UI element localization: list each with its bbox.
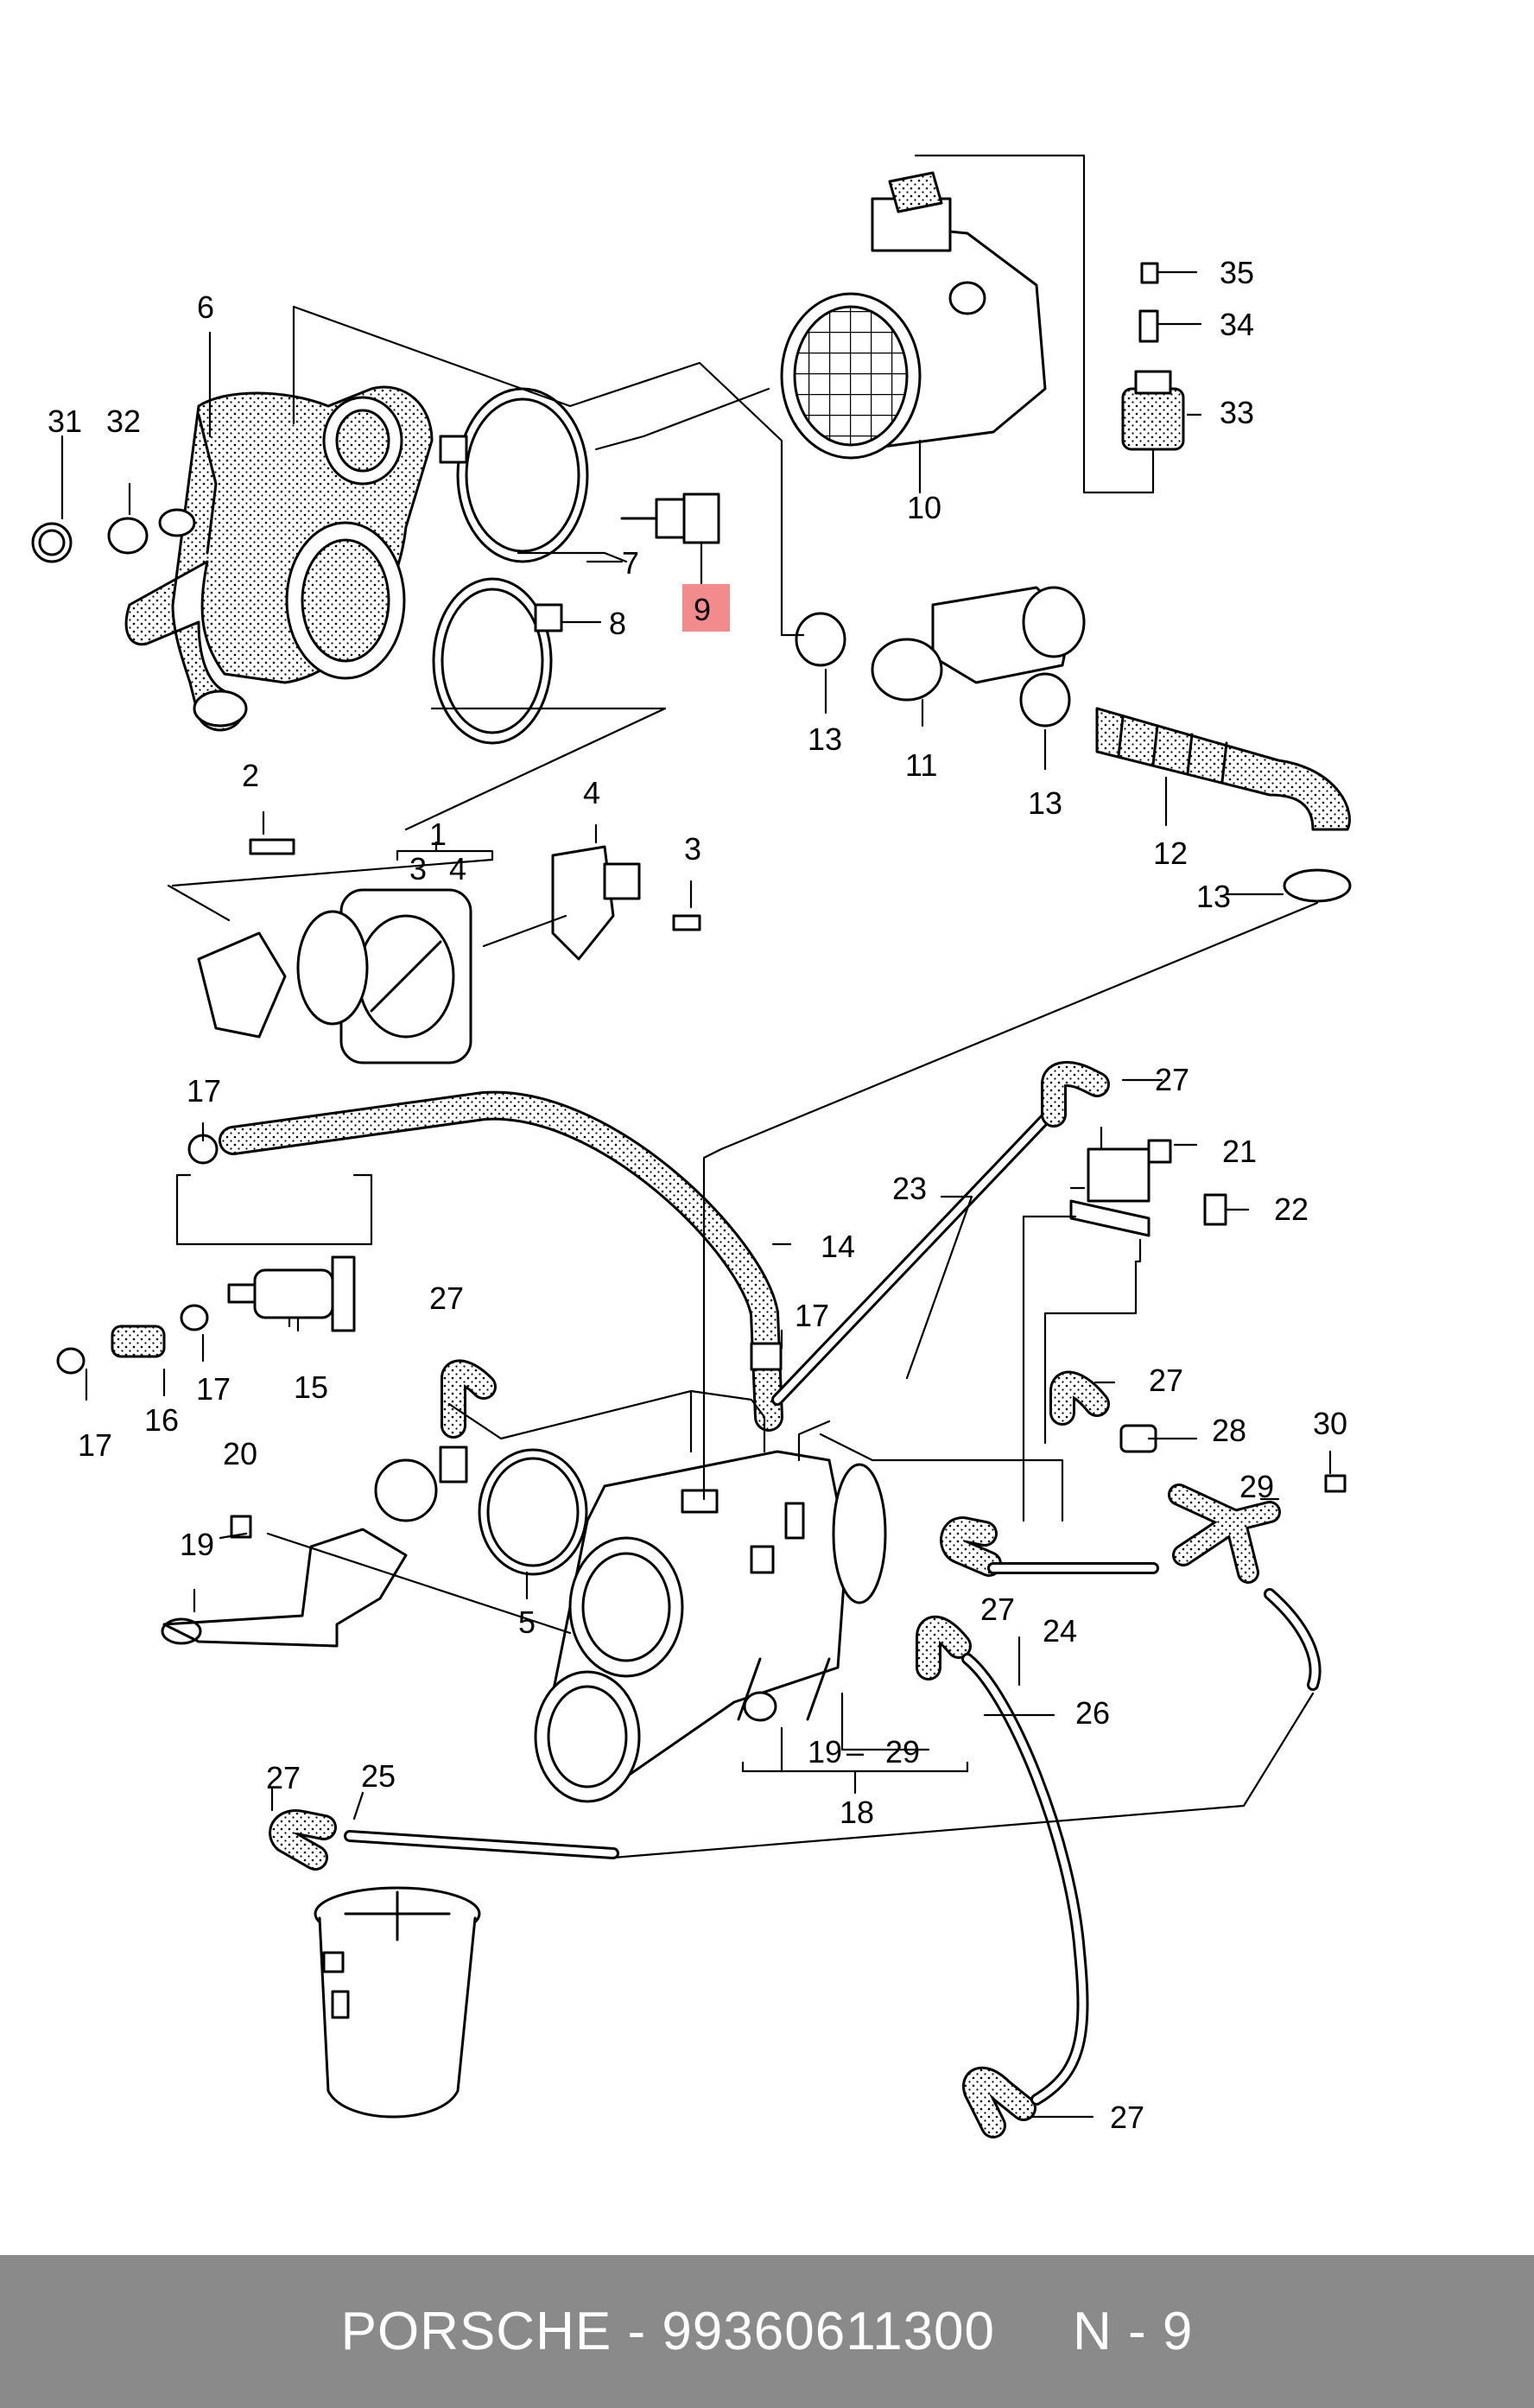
leader-lines (60, 154, 1332, 2119)
throttle-sensor-4-part (551, 845, 641, 961)
screw-2-part (249, 838, 295, 855)
screw-22-part (1203, 1193, 1227, 1226)
callout-3b[interactable]: 3 (684, 831, 701, 867)
callout-29b[interactable]: 29 (885, 1734, 920, 1769)
callout-19b[interactable]: 19 (808, 1734, 842, 1769)
callout-27d[interactable]: 27 (980, 1592, 1015, 1627)
idle-speed-valve-11-part (871, 586, 1086, 702)
callout-12[interactable]: 12 (1153, 835, 1188, 871)
clamp-17c-part (56, 1347, 86, 1375)
callout-23[interactable]: 23 (892, 1171, 927, 1206)
sleeve-16-part (111, 1325, 166, 1358)
callout-10[interactable]: 10 (907, 490, 941, 525)
callout-27e[interactable]: 27 (266, 1760, 301, 1795)
callout-26[interactable]: 26 (1075, 1695, 1110, 1731)
check-valve-15-part (227, 1255, 356, 1332)
callout-2[interactable]: 2 (242, 758, 259, 793)
callout-16[interactable]: 16 (144, 1402, 179, 1438)
callout-32[interactable]: 32 (106, 403, 141, 439)
callout-15[interactable]: 15 (294, 1369, 328, 1405)
callout-28[interactable]: 28 (1212, 1413, 1246, 1448)
callout-31[interactable]: 31 (48, 403, 82, 439)
oil-filler-cap-33-part (1121, 370, 1185, 451)
callout-5[interactable]: 5 (518, 1604, 536, 1640)
callout-17b[interactable]: 17 (795, 1298, 829, 1333)
bracket-34-part (1138, 309, 1159, 343)
callout-17c[interactable]: 17 (196, 1371, 231, 1407)
position-code: N - 9 (1073, 2302, 1194, 2361)
cap-32-part (107, 517, 149, 555)
callout-6[interactable]: 6 (197, 289, 214, 325)
gasket-5-part (478, 1448, 588, 1576)
callout-33[interactable]: 33 (1220, 395, 1254, 430)
temperature-sensor-9-part (620, 492, 720, 544)
screw-20-part (230, 1515, 252, 1539)
hose-23-inner (774, 1115, 1049, 1403)
callout-27c[interactable]: 27 (1149, 1363, 1183, 1398)
callout-13c[interactable]: 13 (1196, 879, 1231, 914)
callout-34[interactable]: 34 (1220, 307, 1254, 342)
clamp-13b-part (1019, 672, 1071, 727)
callout-24[interactable]: 24 (1043, 1613, 1077, 1649)
intake-distributor-part (124, 385, 434, 732)
callout-1[interactable]: 1 (429, 816, 447, 852)
screw-35-part (1140, 262, 1159, 284)
throttle-body-18-part (534, 1450, 887, 1803)
callout-19a[interactable]: 19 (180, 1527, 214, 1562)
callout-13a[interactable]: 13 (808, 721, 842, 757)
hose-clamp-31-part (31, 522, 73, 563)
catalog-footer: PORSCHE - 99360611300 N - 9 (0, 2255, 1534, 2408)
hose-clamp-7-part (439, 387, 589, 563)
throttle-housing-1-part (197, 888, 472, 1064)
screw-3-part (672, 914, 701, 931)
brand-name: PORSCHE (340, 2302, 612, 2361)
callout-27b[interactable]: 27 (429, 1280, 464, 1316)
callout-27a[interactable]: 27 (1155, 1062, 1189, 1097)
callout-17a[interactable]: 17 (187, 1073, 221, 1109)
intake-hose-12-part (1095, 707, 1351, 831)
callout-13b[interactable]: 13 (1028, 785, 1062, 821)
parts-exploded-diagram: 6 31 32 7 8 9 10 35 34 33 13 11 13 12 13… (31, 154, 1352, 2138)
clamp-17d-part (180, 1304, 209, 1331)
callout-8[interactable]: 8 (609, 606, 626, 641)
callout-27f[interactable]: 27 (1110, 2100, 1144, 2135)
callout-7[interactable]: 7 (622, 545, 639, 581)
callout-labels: 6 31 32 7 8 9 10 35 34 33 13 11 13 12 13… (48, 255, 1347, 2135)
callout-30[interactable]: 30 (1313, 1406, 1347, 1441)
highlight-marker (682, 584, 730, 632)
clamp-13c-part (1283, 868, 1352, 903)
solenoid-valve-21-part (1069, 1139, 1172, 1237)
callout-35[interactable]: 35 (1220, 255, 1254, 290)
callout-3a[interactable]: 3 (409, 851, 427, 886)
plug-30-part (1324, 1474, 1347, 1493)
callout-dash: – (846, 1734, 864, 1769)
callout-9[interactable]: 9 (694, 592, 711, 627)
callout-22[interactable]: 22 (1274, 1191, 1309, 1227)
charcoal-canister-part (314, 1886, 481, 2119)
air-flow-meter-10-part (780, 171, 1047, 460)
callout-20[interactable]: 20 (223, 1436, 257, 1471)
callout-14[interactable]: 14 (821, 1229, 855, 1264)
callout-17d[interactable]: 17 (78, 1427, 112, 1463)
clamp-13a-part (795, 612, 846, 667)
part-number: 99360611300 (662, 2302, 996, 2361)
hose-14-part (219, 1090, 783, 1432)
clamp-17b-part (750, 1342, 783, 1371)
callout-21[interactable]: 21 (1222, 1134, 1257, 1169)
callout-11[interactable]: 11 (905, 747, 937, 783)
callout-4b[interactable]: 4 (449, 851, 466, 886)
callout-25[interactable]: 25 (361, 1758, 396, 1794)
hose-clamp-8-part (432, 577, 563, 745)
callout-4a[interactable]: 4 (583, 775, 600, 810)
callout-18[interactable]: 18 (840, 1795, 874, 1830)
brand-separator: - (627, 2302, 647, 2361)
callout-29a[interactable]: 29 (1239, 1469, 1274, 1504)
